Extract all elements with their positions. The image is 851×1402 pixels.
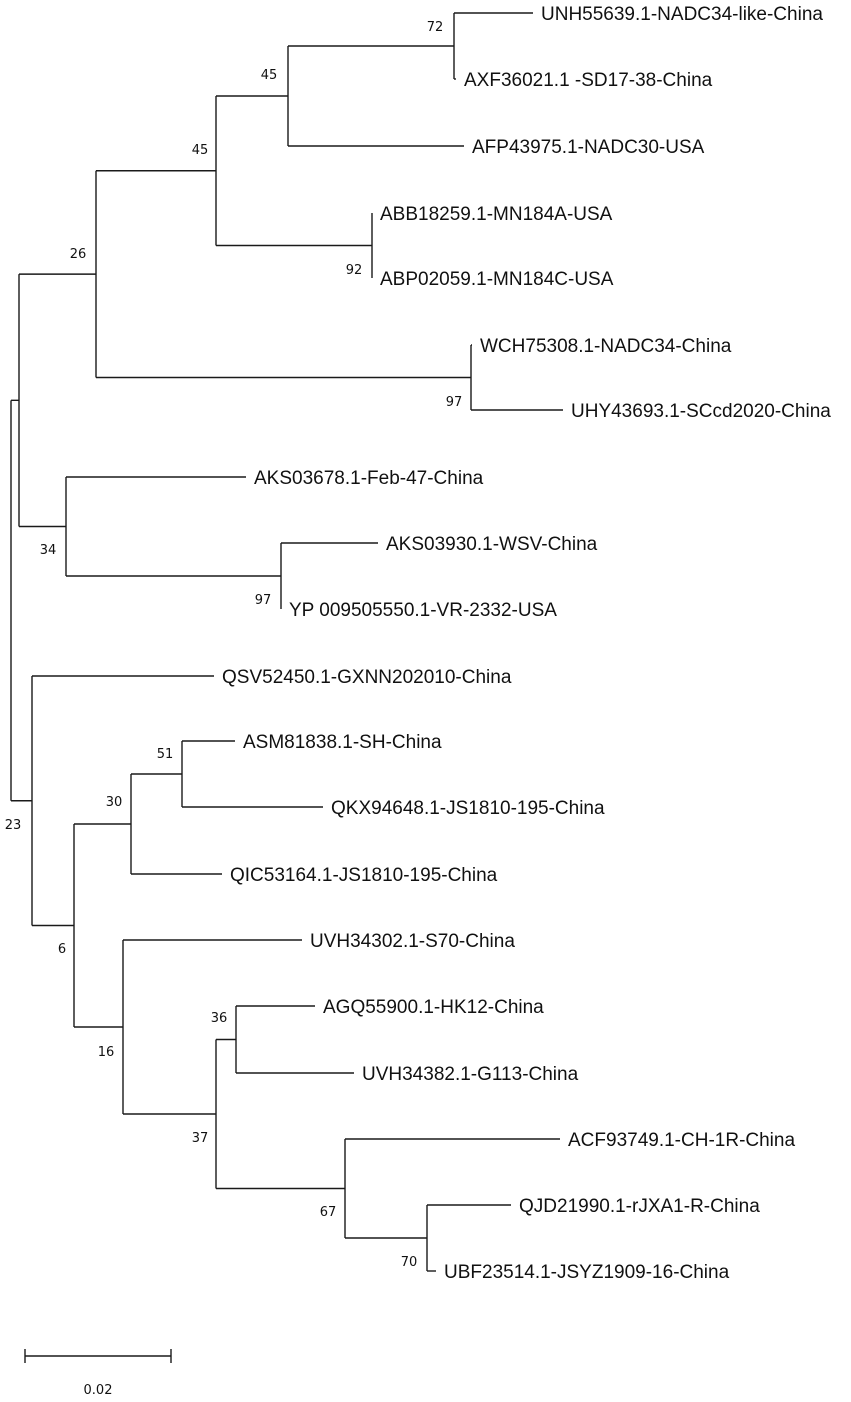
support-labels: 72 45 92 45 97 26 97 34 51 30 36 70 67 37 16 6 23	[5, 20, 463, 1270]
bootstrap-value: 45	[192, 143, 209, 158]
leaf-label: ACF93749.1-CH-1R-China	[568, 1130, 795, 1151]
leaf-label: QKX94648.1-JS1810-195-China	[331, 798, 605, 819]
bootstrap-value: 26	[70, 247, 87, 262]
bootstrap-value: 30	[106, 795, 123, 810]
leaf-label: AKS03678.1-Feb-47-China	[254, 468, 484, 489]
bootstrap-value: 70	[401, 1255, 418, 1270]
bootstrap-value: 67	[320, 1205, 337, 1220]
leaf-label: ABP02059.1-MN184C-USA	[380, 269, 614, 290]
bootstrap-value: 36	[211, 1011, 228, 1026]
bootstrap-value: 51	[157, 747, 174, 762]
scale-bar: 0.02	[24, 1349, 172, 1398]
leaf-label: AFP43975.1-NADC30-USA	[472, 137, 705, 158]
bootstrap-value: 45	[261, 68, 278, 83]
leaf-label: AKS03930.1-WSV-China	[386, 534, 598, 555]
scale-bar-label: 0.02	[84, 1383, 113, 1398]
leaf-label: QIC53164.1-JS1810-195-China	[230, 865, 498, 886]
leaf-label: UVH34302.1-S70-China	[310, 931, 515, 952]
bootstrap-value: 34	[40, 543, 57, 558]
bootstrap-value: 97	[446, 395, 463, 410]
leaf-label: UNH55639.1-NADC34-like-China	[541, 4, 823, 25]
leaf-label: QJD21990.1-rJXA1-R-China	[519, 1196, 760, 1217]
bootstrap-value: 72	[427, 20, 444, 35]
bootstrap-value: 92	[346, 263, 363, 278]
leaf-label: QSV52450.1-GXNN202010-China	[222, 667, 512, 688]
leaf-label: AGQ55900.1-HK12-China	[323, 997, 544, 1018]
leaf-label: ABB18259.1-MN184A-USA	[380, 204, 613, 225]
bootstrap-value: 97	[255, 593, 272, 608]
leaf-label: UBF23514.1-JSYZ1909-16-China	[444, 1262, 730, 1283]
leaf-label: AXF36021.1 -SD17-38-China	[464, 70, 713, 91]
leaf-label: ASM81838.1-SH-China	[243, 732, 442, 753]
leaf-label: WCH75308.1-NADC34-China	[480, 336, 732, 357]
bootstrap-value: 16	[98, 1045, 115, 1060]
leaf-label: UVH34382.1-G113-China	[362, 1064, 579, 1085]
bootstrap-value: 23	[5, 818, 22, 833]
branches	[10, 12, 563, 1272]
bootstrap-value: 37	[192, 1131, 209, 1146]
bootstrap-value: 6	[58, 942, 66, 957]
leaf-label: YP 009505550.1-VR-2332-USA	[289, 600, 557, 621]
leaf-label: UHY43693.1-SCcd2020-China	[571, 401, 831, 422]
